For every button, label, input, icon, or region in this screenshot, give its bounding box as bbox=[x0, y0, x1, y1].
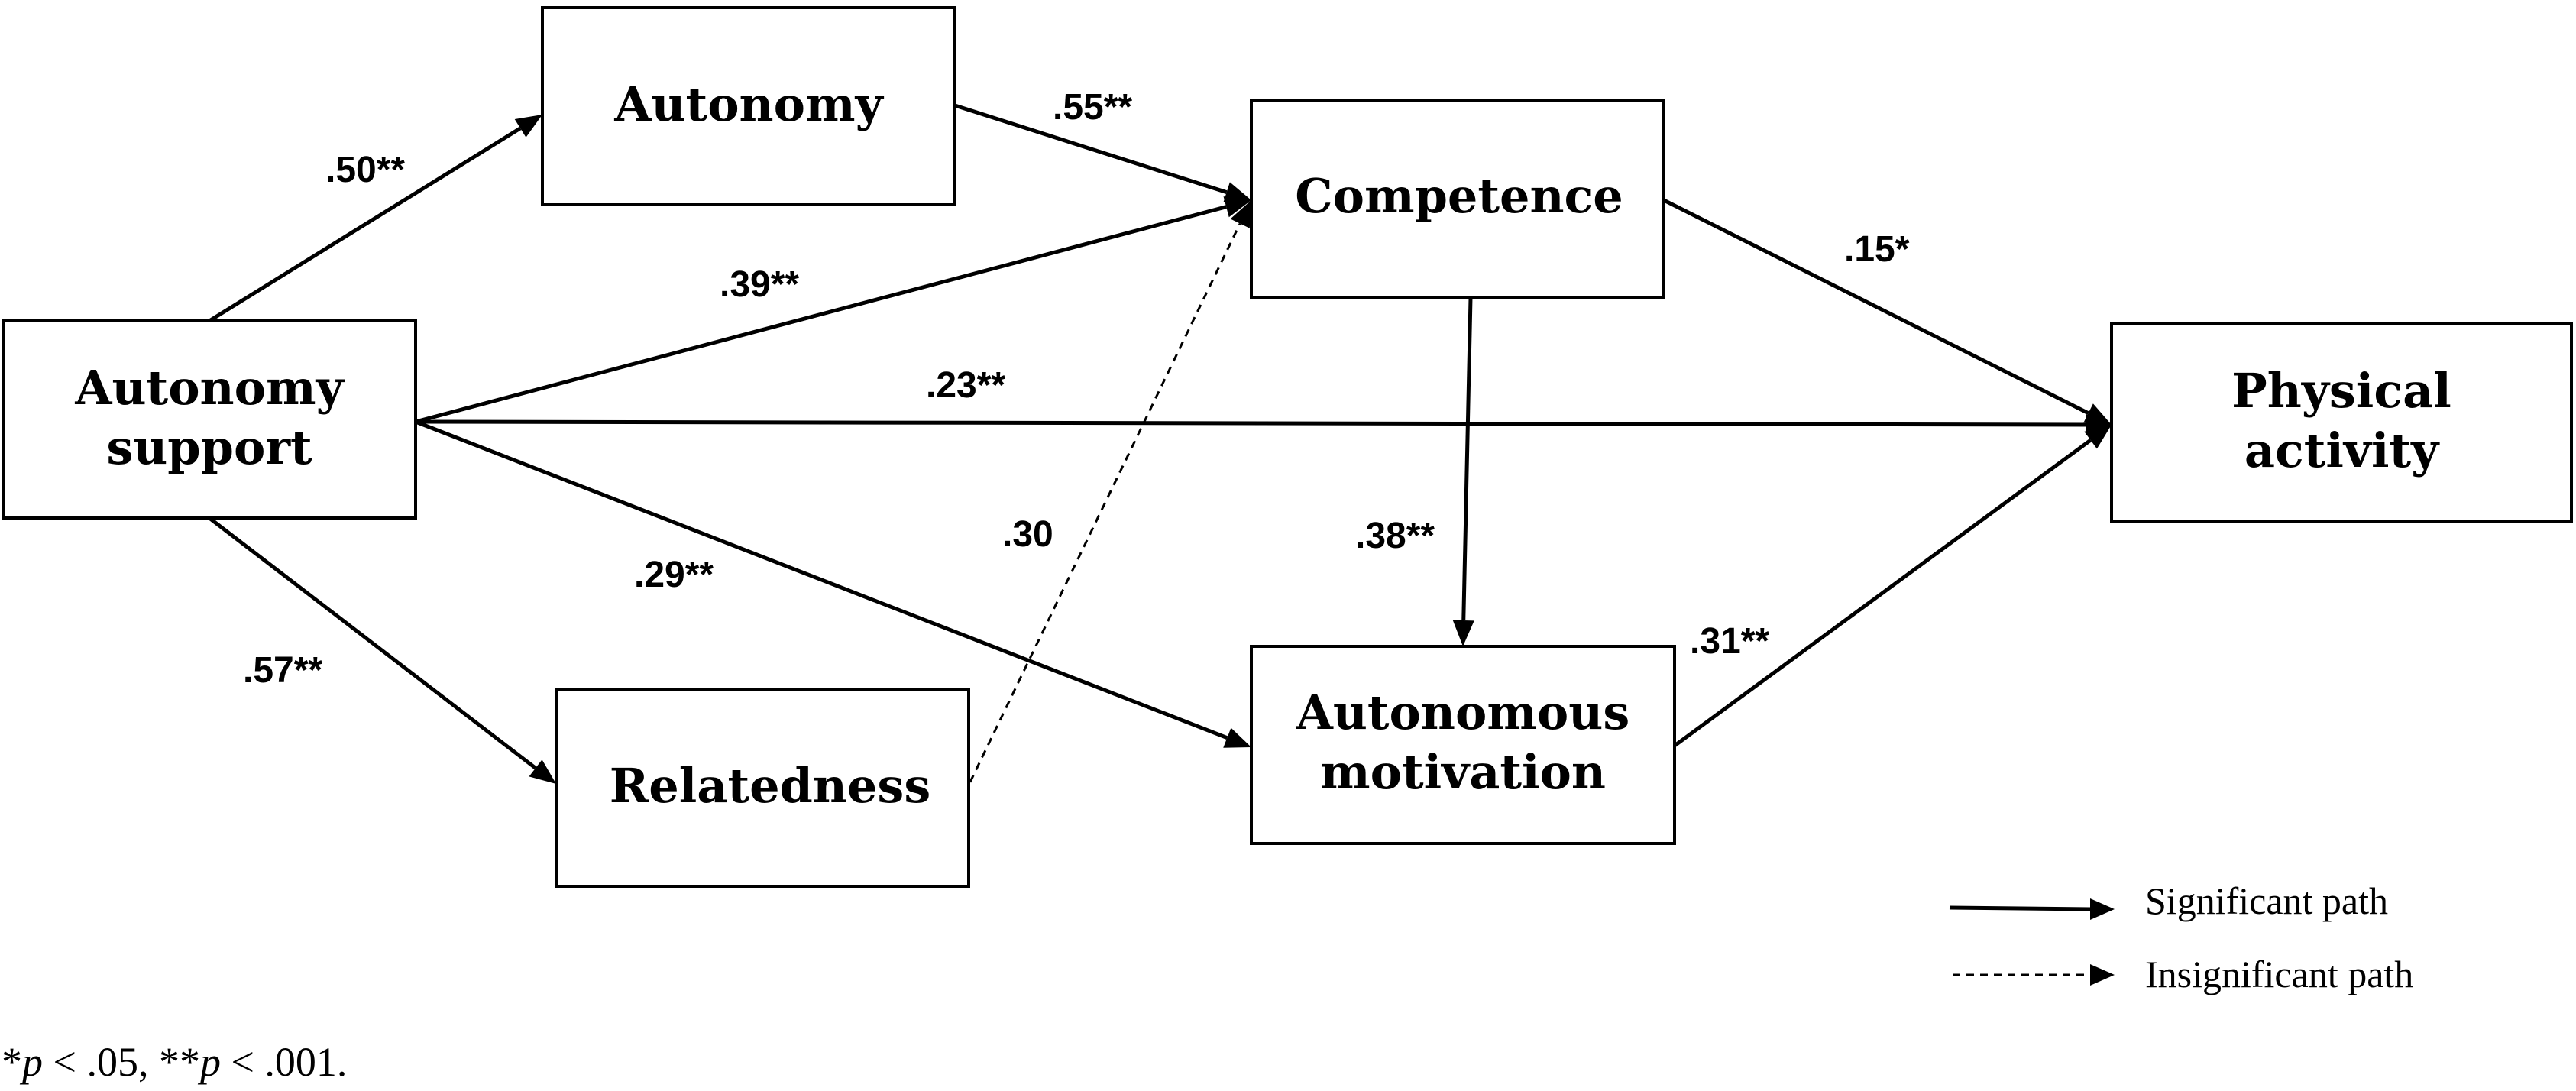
coef-support-relatedness: .57** bbox=[243, 650, 322, 691]
coefficients-layer: .50** .57** .39** .23** .29** .55** .30 … bbox=[243, 87, 1910, 691]
footnote-star2: ** bbox=[159, 1039, 200, 1085]
legend-significant-arrowhead bbox=[2090, 898, 2115, 920]
node-relatedness-label: Relatedness bbox=[610, 758, 930, 814]
path-autonomy-to-competence bbox=[954, 103, 1228, 195]
footnote-star1: * bbox=[2, 1039, 22, 1085]
footnote-rest1: < .05, bbox=[43, 1039, 159, 1085]
node-autonomy: Autonomy bbox=[541, 6, 956, 206]
path-autonomy-support-to-autonomous-motivation bbox=[415, 419, 1228, 740]
path-autonomy-support-to-autonomy bbox=[208, 126, 522, 323]
legend-insignificant-arrowhead bbox=[2090, 964, 2115, 986]
coef-support-physical-activity: .23** bbox=[926, 365, 1005, 406]
node-autonomous-motivation-line2: motivation bbox=[1320, 744, 1606, 800]
path-autonomous-motivation-to-physical-activity bbox=[1673, 439, 2092, 748]
node-autonomy-support: Autonomy support bbox=[2, 319, 417, 520]
path-competence-to-physical-activity bbox=[1662, 198, 2089, 415]
arrowhead-autonomy-support-to-autonomy bbox=[514, 115, 542, 138]
arrowhead-autonomy-support-to-autonomous-motivation bbox=[1223, 727, 1251, 748]
significance-footnote: *p < .05, **p < .001. bbox=[2, 1039, 347, 1085]
node-autonomy-support-line2: support bbox=[106, 419, 312, 475]
legend-significant-label: Significant path bbox=[2145, 879, 2388, 922]
arrowhead-relatedness-to-competence bbox=[1230, 200, 1251, 228]
footnote-rest2: < .001. bbox=[221, 1039, 347, 1085]
coef-support-competence: .39** bbox=[720, 264, 799, 305]
coef-competence-physical-activity: .15* bbox=[1844, 229, 1910, 270]
arrowhead-autonomy-support-to-relatedness bbox=[529, 759, 556, 784]
footnote-p1: p bbox=[19, 1039, 43, 1085]
node-autonomy-label: Autonomy bbox=[613, 76, 884, 132]
node-physical-activity: Physical activity bbox=[2110, 322, 2573, 523]
coef-autonomy-competence: .55** bbox=[1053, 87, 1132, 128]
node-autonomous-motivation: Autonomous motivation bbox=[1250, 645, 1676, 845]
path-autonomy-support-to-competence bbox=[415, 205, 1227, 424]
coef-support-autonomy: .50** bbox=[325, 150, 405, 190]
node-competence: Competence bbox=[1250, 99, 1665, 299]
node-physical-activity-line1: Physical bbox=[2231, 363, 2451, 419]
node-competence-label: Competence bbox=[1295, 168, 1623, 224]
path-competence-to-autonomous-motivation bbox=[1461, 297, 1473, 621]
coef-competence-motivation: .38** bbox=[1355, 516, 1435, 556]
arrowhead-autonomous-motivation-to-physical-activity bbox=[2084, 425, 2112, 449]
arrowhead-competence-to-autonomous-motivation bbox=[1452, 620, 1474, 646]
node-relatedness: Relatedness bbox=[555, 688, 970, 888]
arrowhead-competence-to-physical-activity bbox=[2083, 403, 2112, 425]
edges-layer bbox=[208, 103, 2112, 795]
legend: Significant path Insignificant path bbox=[1949, 879, 2413, 995]
node-physical-activity-line2: activity bbox=[2244, 422, 2440, 478]
nodes-layer: Autonomy support Autonomy Relatedness Co… bbox=[2, 6, 2573, 888]
path-relatedness-to-competence bbox=[963, 222, 1241, 795]
coef-relatedness-competence: .30 bbox=[1002, 514, 1053, 555]
coef-support-motivation: .29** bbox=[634, 555, 714, 595]
legend-significant-line bbox=[1949, 905, 2092, 911]
coef-motivation-physical-activity: .31** bbox=[1690, 621, 1769, 662]
path-autonomy-support-to-relatedness bbox=[208, 516, 537, 770]
path-autonomy-support-to-physical-activity bbox=[415, 419, 2086, 427]
arrowhead-autonomy-to-competence bbox=[1223, 182, 1251, 202]
footnote-p2: p bbox=[197, 1039, 221, 1085]
node-autonomous-motivation-line1: Autonomous bbox=[1296, 685, 1630, 740]
legend-insignificant-label: Insignificant path bbox=[2145, 953, 2413, 995]
node-autonomy-support-line1: Autonomy bbox=[74, 360, 345, 416]
